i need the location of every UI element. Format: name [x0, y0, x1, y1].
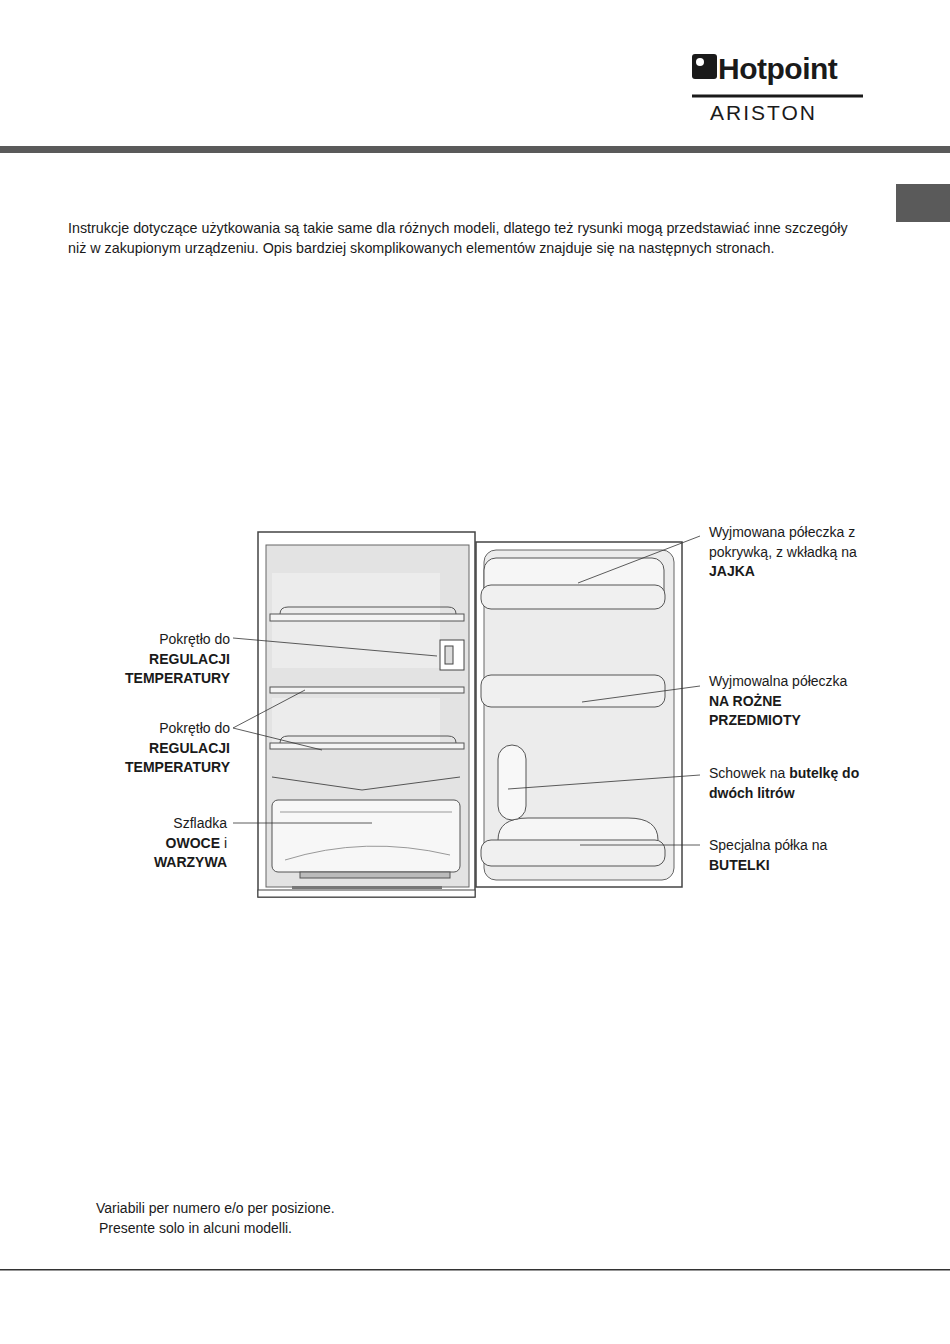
intro-text: Instrukcje dotyczące użytkowania są taki… — [68, 220, 848, 256]
brand-logo: ARISTON — [710, 101, 817, 124]
part-label: i — [224, 835, 227, 851]
part-label-group: Wyjmowana półeczka z pokrywką, z wkładką… — [709, 523, 869, 582]
intro-text-group: Instrukcje dotyczące użytkowania są taki… — [68, 219, 868, 258]
part-label: NA ROŻNE PRZEDMIOTY — [709, 693, 801, 729]
footnote: Presente solo in alcuni modelli. — [99, 1220, 292, 1236]
part-label: WARZYWA — [154, 854, 227, 870]
part-label: Szfladka — [173, 815, 227, 831]
footnote-group: Presente solo in alcuni modelli. — [99, 1219, 499, 1239]
part-label: BUTELKI — [709, 857, 770, 873]
part-label-group: Specjalna półka na BUTELKI — [709, 836, 869, 875]
part-label: Specjalna półka na — [709, 837, 827, 853]
part-label: Pokrętło do — [159, 631, 230, 647]
part-label: Schowek na — [709, 765, 785, 781]
footnote-group: Variabili per numero e/o per posizione. — [96, 1199, 496, 1219]
brand-logo: Hotpoint — [718, 52, 837, 85]
part-label: Wyjmowalna półeczka — [709, 673, 847, 689]
part-label: JAJKA — [709, 563, 755, 579]
part-label: REGULACJI TEMPERATURY — [125, 740, 230, 776]
part-label-group: Wyjmowalna półeczka NA ROŻNE PRZEDMIOTY — [709, 672, 869, 731]
part-label: Pokrętło do — [159, 720, 230, 736]
part-label-group: SzfladkaOWOCE iWARZYWA — [110, 814, 227, 873]
part-label: Wyjmowana półeczka z pokrywką, z wkładką… — [709, 524, 857, 560]
brand-logo-group: ARISTON — [710, 100, 870, 126]
part-label: REGULACJI TEMPERATURY — [125, 651, 230, 687]
part-label: OWOCE — [166, 835, 220, 851]
part-label-group: Pokrętło do REGULACJI TEMPERATURY — [90, 630, 230, 689]
footnote: Variabili per numero e/o per posizione. — [96, 1200, 335, 1216]
part-label-group: Pokrętło do REGULACJI TEMPERATURY — [90, 719, 230, 778]
brand-logo-group: Hotpoint — [718, 52, 878, 86]
part-label-group: Schowek na butelkę do dwóch litrów — [709, 764, 869, 803]
